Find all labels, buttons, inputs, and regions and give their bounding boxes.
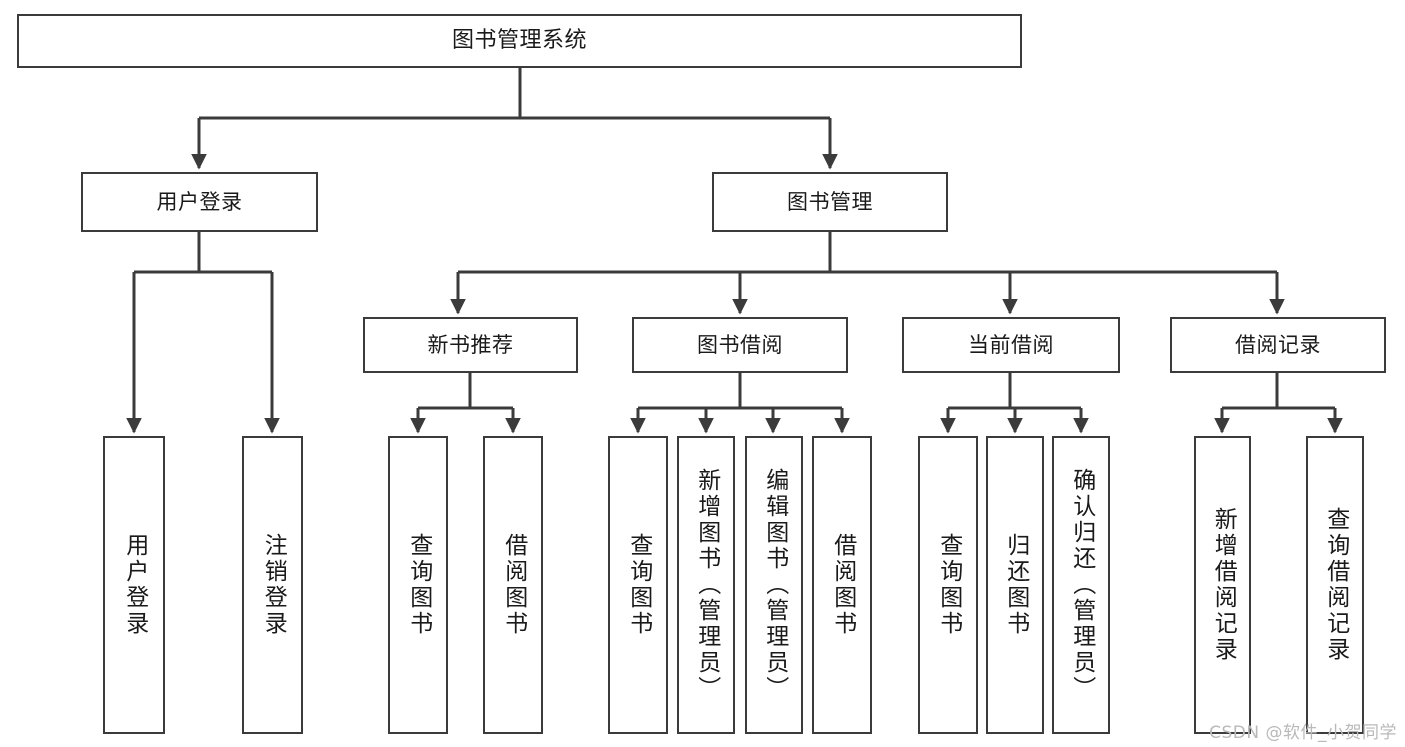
node-leaf-query-book-3-label: 查询图书	[935, 533, 962, 637]
node-leaf-edit-book[interactable]: 编辑图书（管理员）	[745, 436, 803, 734]
csdn-watermark: CSDN @软件_小贺同学	[1209, 723, 1397, 743]
node-leaf-add-book[interactable]: 新增图书（管理员）	[677, 436, 735, 734]
node-leaf-user-login-label: 用户登录	[121, 533, 148, 637]
node-root-label: 图书管理系统	[451, 28, 587, 54]
node-leaf-query-book-2-label: 查询图书	[625, 533, 652, 637]
node-root[interactable]: 图书管理系统	[17, 14, 1022, 68]
node-leaf-user-login[interactable]: 用户登录	[103, 436, 165, 734]
node-leaf-query-book-1[interactable]: 查询图书	[388, 436, 448, 734]
node-leaf-edit-book-label: 编辑图书（管理员）	[761, 468, 788, 702]
node-leaf-borrow-book-2[interactable]: 借阅图书	[812, 436, 872, 734]
node-leaf-confirm-return-label: 确认归还（管理员）	[1068, 468, 1095, 702]
node-user-login-label: 用户登录	[156, 189, 243, 214]
node-borrow-record[interactable]: 借阅记录	[1170, 317, 1386, 373]
node-book-borrow[interactable]: 图书借阅	[632, 317, 848, 373]
node-leaf-query-book-1-label: 查询图书	[405, 533, 432, 637]
node-new-book-rec[interactable]: 新书推荐	[363, 317, 578, 373]
node-leaf-query-record-label: 查询借阅记录	[1322, 507, 1349, 663]
node-user-login[interactable]: 用户登录	[81, 172, 318, 232]
node-book-manage-label: 图书管理	[787, 189, 873, 214]
node-leaf-query-book-3[interactable]: 查询图书	[918, 436, 978, 734]
node-leaf-borrow-book-2-label: 借阅图书	[829, 533, 856, 637]
node-leaf-add-book-label: 新增图书（管理员）	[693, 468, 720, 702]
node-leaf-add-record-label: 新增借阅记录	[1210, 507, 1237, 663]
node-new-book-rec-label: 新书推荐	[427, 332, 514, 357]
node-leaf-borrow-book-1-label: 借阅图书	[500, 533, 527, 637]
node-leaf-query-record[interactable]: 查询借阅记录	[1306, 436, 1364, 734]
node-borrow-record-label: 借阅记录	[1235, 332, 1321, 357]
node-current-borrow-label: 当前借阅	[968, 332, 1054, 357]
node-leaf-query-book-2[interactable]: 查询图书	[608, 436, 668, 734]
node-leaf-logout[interactable]: 注销登录	[242, 436, 303, 734]
node-leaf-return-book[interactable]: 归还图书	[986, 436, 1044, 734]
node-book-borrow-label: 图书借阅	[697, 332, 783, 357]
node-leaf-borrow-book-1[interactable]: 借阅图书	[483, 436, 543, 734]
node-book-manage[interactable]: 图书管理	[712, 172, 948, 232]
node-current-borrow[interactable]: 当前借阅	[902, 317, 1120, 373]
node-leaf-add-record[interactable]: 新增借阅记录	[1194, 436, 1251, 734]
node-leaf-logout-label: 注销登录	[260, 533, 287, 637]
node-leaf-return-book-label: 归还图书	[1002, 533, 1029, 637]
node-leaf-confirm-return[interactable]: 确认归还（管理员）	[1052, 436, 1110, 734]
